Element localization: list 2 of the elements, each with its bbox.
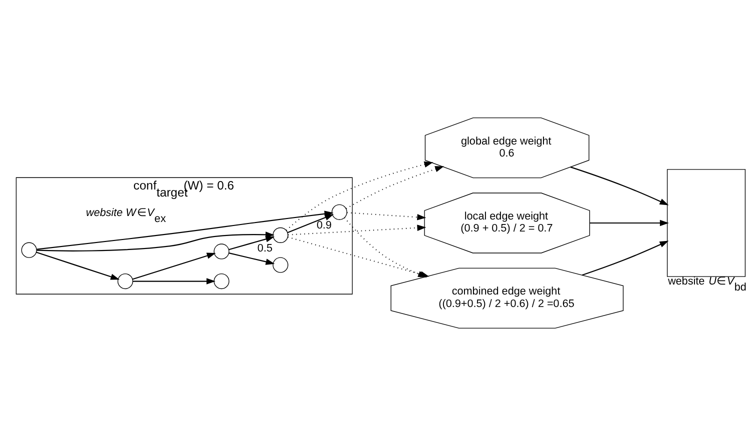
node-label: 0.5 <box>257 242 272 254</box>
node-label: 0.9 <box>316 218 332 231</box>
